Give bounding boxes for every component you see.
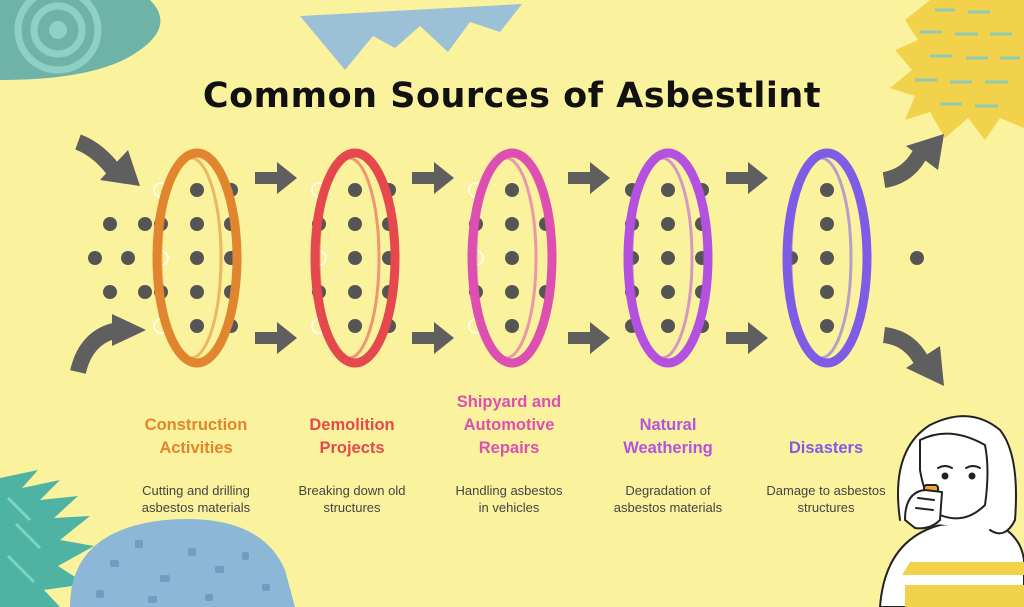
particle-dot [820, 217, 834, 231]
stage-description-2: Breaking down old structures [267, 482, 437, 516]
particle-dot-left-1 [103, 217, 117, 231]
arrow-bottom-2 [412, 322, 454, 354]
stage-label-line: Weathering [623, 439, 713, 457]
arrow-bottom-4 [726, 322, 768, 354]
arrow-top-3 [568, 162, 610, 194]
particle-dot [348, 183, 362, 197]
stage-description-line: in vehicles [478, 500, 540, 515]
curved-arrow-out-top [882, 146, 930, 188]
stage-ring-5 [782, 148, 872, 368]
curved-arrow-in-top-head [100, 150, 140, 186]
particle-dot [820, 251, 834, 265]
stage-label-line: Construction [144, 416, 248, 434]
curved-arrow-in-bottom-head [112, 314, 146, 346]
particle-dot [661, 217, 675, 231]
stage-label-5: Disasters [741, 437, 911, 460]
particle-dot [505, 183, 519, 197]
stage-label-line: Activities [159, 439, 233, 457]
stage-ring-inner-4 [630, 156, 694, 360]
stage-label-line: Automotive [463, 416, 555, 434]
particle-dot [661, 319, 675, 333]
stage-ring-3 [467, 148, 557, 368]
stage-label-line: Natural [639, 416, 697, 434]
particle-dot [661, 251, 675, 265]
stage-ring-2 [310, 148, 400, 368]
stage-description-line: structures [797, 500, 855, 515]
arrow-bottom-3 [568, 322, 610, 354]
particle-dot-right [910, 251, 924, 265]
stage-description-line: asbestos materials [613, 500, 723, 515]
stage-description-5: Damage to asbestos structures [741, 482, 911, 516]
stage-description-4: Degradation of asbestos materials [583, 482, 753, 516]
decor-top-right-starburst [890, 0, 1024, 140]
stage-label-line: Projects [319, 439, 385, 457]
flow-layer [70, 134, 944, 386]
stage-ring-inner-3 [474, 156, 538, 360]
particle-dot [661, 285, 675, 299]
particle-dot [661, 183, 675, 197]
stage-ring-1 [152, 148, 242, 368]
stage-label-line: Shipyard and [456, 393, 562, 411]
stage-description-line: Degradation of [625, 483, 711, 498]
particle-dot-left-4 [121, 251, 135, 265]
particle-dot [190, 183, 204, 197]
particle-dot [820, 319, 834, 333]
arrow-top-4 [726, 162, 768, 194]
particle-dot [348, 285, 362, 299]
stage-label-line: Repairs [478, 439, 540, 457]
particle-dot [505, 251, 519, 265]
particle-dot [505, 217, 519, 231]
particle-dot [505, 285, 519, 299]
decor-top-left-leaf [0, 0, 161, 80]
particle-dot [348, 251, 362, 265]
particle-dot [820, 183, 834, 197]
curved-arrow-out-top-head [906, 134, 944, 170]
curved-arrow-out-bottom [882, 327, 930, 366]
stage-label-line: Disasters [788, 439, 864, 457]
particle-dot-left-2 [138, 217, 152, 231]
page-title: Common Sources of Asbestlint [202, 76, 822, 116]
particle-dot [190, 251, 204, 265]
stage-description-line: Handling asbestos [455, 483, 563, 498]
stage-description-line: Damage to asbestos [766, 483, 886, 498]
stage-ring-inner-5 [789, 156, 853, 360]
person-illustration [879, 415, 1024, 607]
decor-top-triangles [300, 4, 522, 70]
stage-description-3: Handling asbestos in vehicles [424, 482, 594, 516]
stage-description-line: asbestos materials [141, 500, 251, 515]
arrow-top-2 [412, 162, 454, 194]
particle-dot [820, 285, 834, 299]
stage-description-1: Cutting and drilling asbestos materials [111, 482, 281, 516]
decor-bottom-left-zigzag [0, 470, 94, 607]
particle-dot [190, 285, 204, 299]
particle-dot [190, 319, 204, 333]
stage-description-line: Breaking down old [298, 483, 406, 498]
particle-dot [190, 217, 204, 231]
stage-description-line: structures [323, 500, 381, 515]
particle-dot [348, 217, 362, 231]
stage-ring-inner-1 [159, 156, 223, 360]
particle-dot [348, 319, 362, 333]
stage-ring-inner-2 [317, 156, 381, 360]
particle-dot [505, 319, 519, 333]
stage-label-line: Demolition [309, 416, 395, 434]
stage-ring-4 [623, 148, 713, 368]
stage-description-line: Cutting and drilling [142, 483, 250, 498]
decor-bottom-blob [70, 519, 295, 607]
particle-dot-left-3 [88, 251, 102, 265]
curved-arrow-out-bottom-head [906, 346, 944, 386]
particle-dot-left-6 [138, 285, 152, 299]
arrow-bottom-1 [255, 322, 297, 354]
arrow-top-1 [255, 162, 297, 194]
particle-dot-left-5 [103, 285, 117, 299]
